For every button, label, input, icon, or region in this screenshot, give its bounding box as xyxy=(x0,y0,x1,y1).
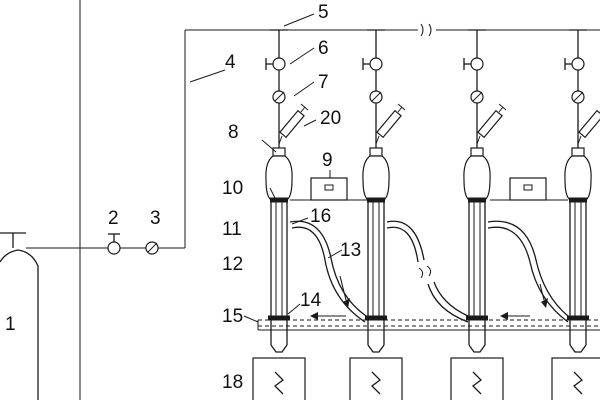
label-11: 11 xyxy=(222,219,242,240)
label-12: 12 xyxy=(222,254,243,275)
leader-lines xyxy=(189,13,343,323)
tube-tip xyxy=(569,344,587,353)
syringe-needle xyxy=(577,135,582,145)
flow-arrow-down xyxy=(339,275,350,308)
flow-arrow-down-right xyxy=(539,283,548,308)
label-20: 20 xyxy=(320,108,341,129)
heater-block xyxy=(252,357,306,400)
label-9: 9 xyxy=(322,150,333,171)
valve-icon xyxy=(107,233,121,255)
heater-block xyxy=(349,357,403,400)
syringe-barrel xyxy=(477,109,503,139)
heater-coil-icon xyxy=(573,371,583,395)
syringe-needle xyxy=(375,135,380,145)
valve-icon xyxy=(272,57,286,71)
valve-icon xyxy=(571,57,585,71)
label-8: 8 xyxy=(228,122,239,143)
syringe-needle xyxy=(476,135,481,145)
label-3: 3 xyxy=(150,208,161,229)
flask-neck xyxy=(571,147,585,157)
syringe-plunger-cap xyxy=(397,103,406,111)
syringe-barrel xyxy=(279,109,305,139)
heater-coil-icon xyxy=(472,371,482,395)
syringe-plunger xyxy=(300,106,306,113)
part-labels: 1 2 3 4 5 6 7 8 9 10 11 12 13 14 15 16 1… xyxy=(5,2,361,393)
label-10: 10 xyxy=(222,178,243,199)
bulb-flask-icon xyxy=(265,155,293,201)
flexible-tube-far-right xyxy=(487,220,569,323)
bulb-flask-icon xyxy=(362,155,390,201)
syringe-barrel xyxy=(376,109,402,139)
label-13: 13 xyxy=(340,240,361,261)
reactor-unit-3 xyxy=(450,29,507,400)
syringe-plunger-cap xyxy=(300,103,309,111)
syringe-icon xyxy=(278,103,309,145)
syringe-needle xyxy=(278,135,283,145)
heater-coil-icon xyxy=(371,371,381,395)
flask-neck xyxy=(369,147,383,157)
gauge-needle xyxy=(371,91,382,102)
reactor-unit-1 xyxy=(252,29,309,400)
label-6: 6 xyxy=(318,38,329,59)
flask-neck xyxy=(470,147,484,157)
label-2: 2 xyxy=(108,208,119,229)
flow-arrow-left-2 xyxy=(500,312,530,320)
syringe-icon xyxy=(375,103,406,145)
heater-block xyxy=(450,357,504,400)
label-14: 14 xyxy=(300,290,322,311)
syringe-barrel xyxy=(578,109,600,139)
label-1: 1 xyxy=(5,314,16,335)
label-7: 7 xyxy=(318,72,329,93)
pressure-gauge-icon xyxy=(145,241,159,255)
flexible-tube-right xyxy=(386,220,469,323)
flow-arrow-left-1 xyxy=(310,312,346,320)
tube-tip xyxy=(468,344,486,353)
gas-cylinder-icon xyxy=(0,232,39,400)
bulb-flask-icon xyxy=(564,155,592,201)
label-16: 16 xyxy=(310,206,331,227)
label-15: 15 xyxy=(222,306,243,327)
reactor-unit-2 xyxy=(349,29,406,400)
gauge-needle xyxy=(472,91,483,102)
control-box-icon xyxy=(290,177,368,201)
valve-icon xyxy=(369,57,383,71)
heater-block xyxy=(551,357,600,400)
heater-coil-icon xyxy=(274,371,284,395)
syringe-plunger xyxy=(397,106,403,113)
syringe-icon xyxy=(476,103,507,145)
flask-neck xyxy=(272,147,286,157)
gauge-needle xyxy=(573,91,584,102)
flexible-tube-13 xyxy=(289,220,367,323)
gauge-needle xyxy=(274,91,285,102)
tube-tip xyxy=(270,344,288,353)
tube-tip xyxy=(367,344,385,353)
syringe-plunger-cap xyxy=(498,103,507,111)
label-4: 4 xyxy=(225,52,236,73)
label-18: 18 xyxy=(222,372,243,393)
valve-icon xyxy=(470,57,484,71)
water-bath-level xyxy=(257,319,600,331)
syringe-plunger xyxy=(498,106,504,113)
line-break-mark xyxy=(420,23,432,37)
bulb-flask-icon xyxy=(463,155,491,201)
control-box-icon xyxy=(490,177,568,201)
syringe-icon xyxy=(577,104,600,145)
reactor-unit-4 xyxy=(551,29,600,400)
label-5: 5 xyxy=(318,2,329,23)
